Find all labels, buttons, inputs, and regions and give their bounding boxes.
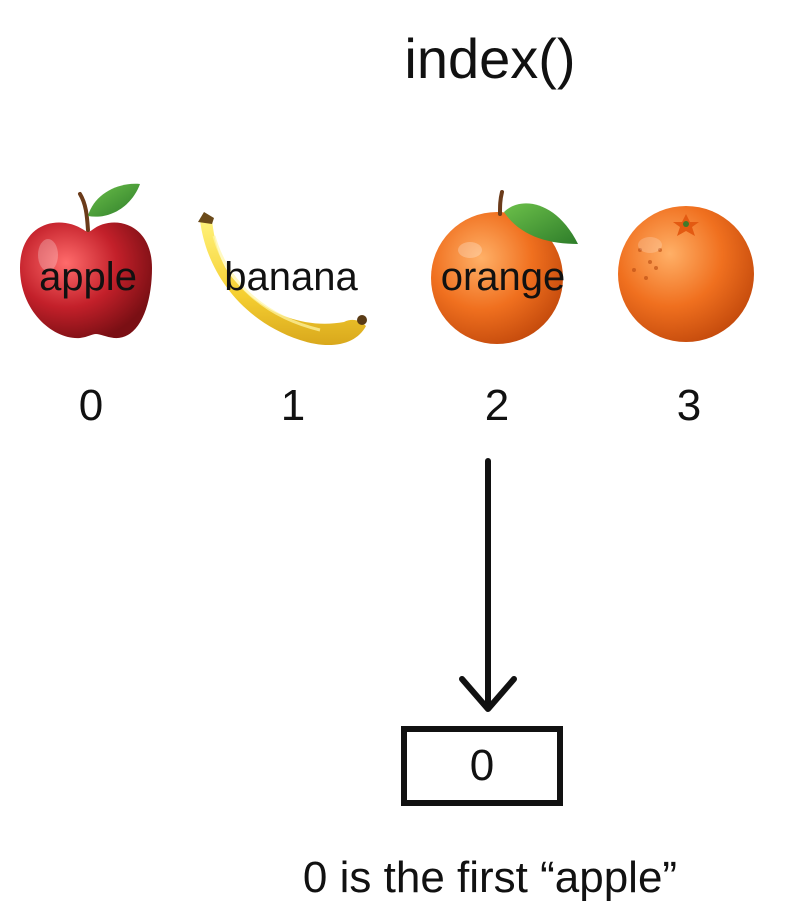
orange-icon: [431, 190, 578, 344]
index-number-0: 0: [78, 381, 104, 430]
fruit-row: [20, 183, 754, 346]
fruit-label-banana: banana: [224, 255, 358, 299]
index-number-1: 1: [280, 381, 306, 430]
index-number-3: 3: [676, 381, 702, 430]
apple-icon: [20, 183, 152, 339]
fruit-label-apple: apple: [39, 255, 137, 299]
orange-icon: [618, 206, 754, 342]
down-arrow-icon: [459, 458, 517, 712]
fruit-label-orange: orange: [440, 255, 566, 299]
result-caption: 0 is the first “apple”: [302, 853, 678, 902]
banana-icon: [198, 212, 367, 346]
diagram-title: index(): [404, 27, 576, 90]
result-value: 0: [469, 741, 495, 790]
index-number-2: 2: [484, 381, 510, 430]
result-box: 0: [401, 726, 563, 806]
